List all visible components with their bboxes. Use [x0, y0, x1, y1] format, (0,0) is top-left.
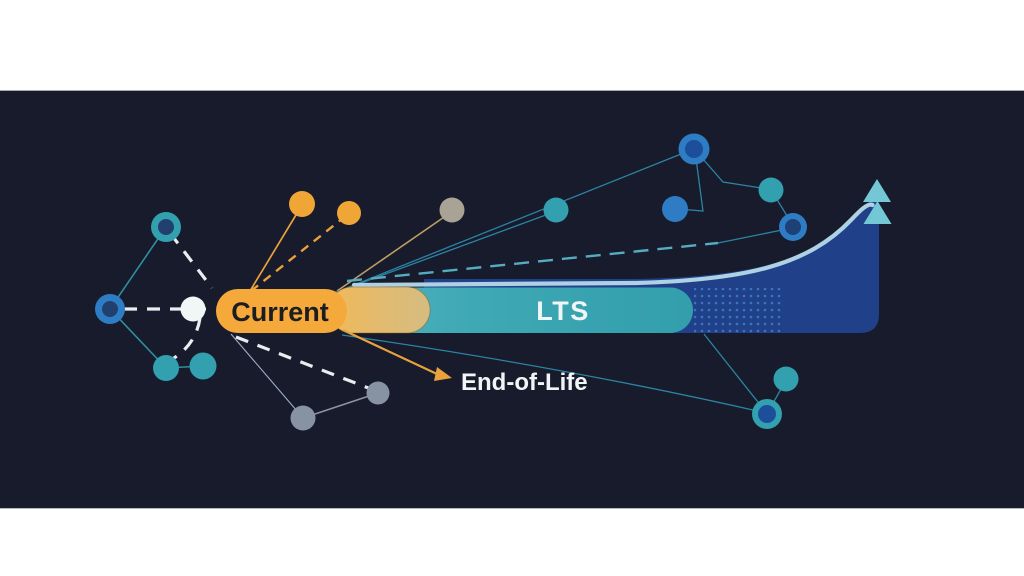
connector-line [695, 150, 769, 190]
connector-dashed-line [250, 214, 348, 292]
release-node [758, 177, 784, 203]
up-triangle-icon [863, 201, 892, 224]
release-node-core [758, 405, 776, 423]
release-node [289, 191, 315, 217]
connector-line [109, 226, 167, 310]
gray-node-cluster [290, 381, 390, 431]
connector-dashed-line [168, 232, 214, 289]
end-of-life-callout [342, 329, 452, 381]
connector-line [333, 211, 555, 294]
release-node [290, 405, 316, 431]
connector-line [703, 333, 766, 412]
release-node [662, 196, 688, 222]
release-node [773, 366, 799, 392]
connector-line [230, 333, 304, 419]
connector-line [336, 212, 451, 292]
connector-dashed-line [346, 241, 719, 283]
connector-line [249, 204, 303, 292]
connector-line [333, 149, 692, 294]
letterbox-bottom [0, 509, 1024, 576]
connector-dashed-line [235, 335, 372, 391]
connector-line [717, 228, 788, 244]
connector-dashed-line [170, 317, 202, 362]
up-triangle-icon [863, 179, 891, 202]
release-node-core [158, 219, 174, 235]
lower-right-node-cluster [752, 366, 799, 429]
release-node [439, 197, 465, 223]
end-of-life-label: End-of-Life [461, 369, 588, 396]
halftone-texture [694, 288, 782, 333]
left-node-cluster [95, 212, 217, 381]
eol-arrowhead-icon [434, 367, 452, 381]
highlight-stripe [351, 202, 875, 288]
eol-arrow-line [342, 329, 438, 375]
connector-line [341, 334, 767, 414]
release-node-core [785, 219, 801, 235]
release-node [153, 355, 179, 381]
current-pill [216, 289, 347, 333]
release-node [366, 381, 390, 405]
release-node [180, 296, 206, 322]
release-node-core [685, 140, 703, 158]
orange-node-cluster [289, 191, 361, 225]
release-node [189, 352, 217, 380]
upper-right-node-cluster [543, 133, 807, 241]
lts-label: LTS [536, 296, 590, 326]
current-label: Current [231, 297, 329, 327]
connector-line [302, 392, 379, 419]
growth-arrow-icon [863, 179, 892, 224]
release-node [543, 197, 569, 223]
release-node [337, 201, 361, 225]
release-node-core [102, 301, 118, 317]
letterbox-top [0, 0, 1024, 91]
